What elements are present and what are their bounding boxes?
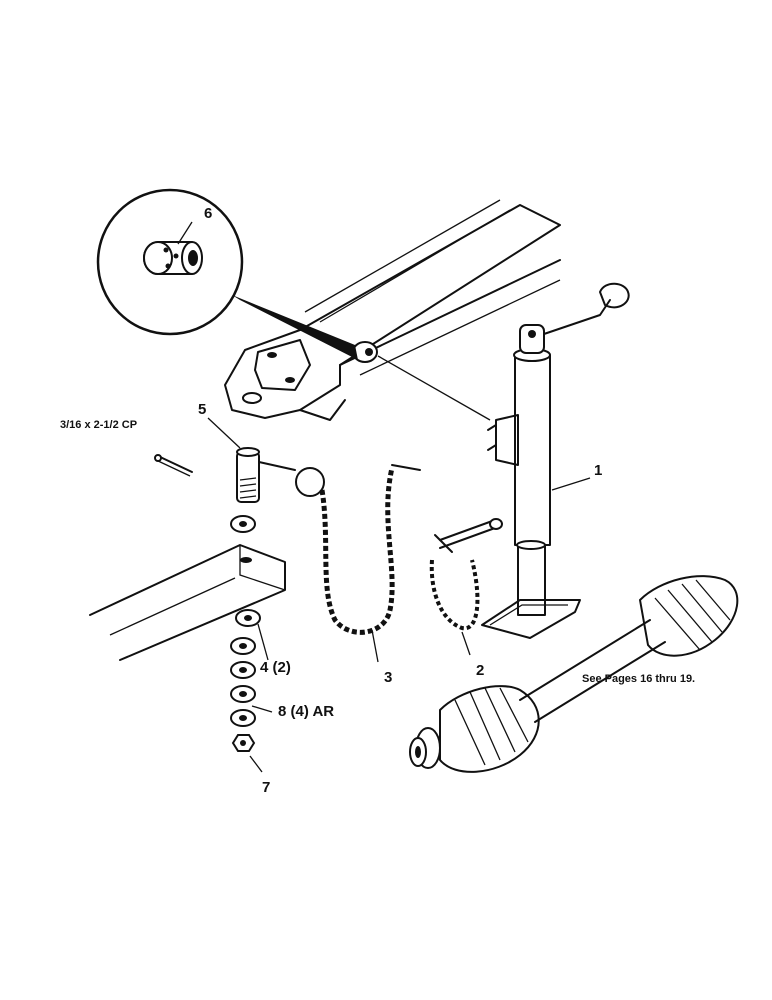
- callout-6: 6: [204, 205, 212, 222]
- callout-4: 4 (2): [260, 659, 291, 676]
- callout-2: 2: [476, 662, 484, 679]
- lynch-pin: 2: [429, 518, 503, 679]
- driveline-shaft: See Pages 16 thru 19.: [409, 575, 739, 773]
- hitch-pin: 5: [198, 401, 325, 503]
- cotter-pin: 3/16 x 2-1/2 CP: [60, 419, 193, 477]
- callout-1: 1: [594, 462, 602, 479]
- washer-stack: 4 (2) 8 (4) AR 7: [230, 515, 334, 796]
- hitch-tongue: [224, 199, 561, 421]
- driveline-note: See Pages 16 thru 19.: [582, 673, 695, 685]
- cotter-pin-note: 3/16 x 2-1/2 CP: [60, 419, 137, 431]
- callout-5: 5: [198, 401, 206, 418]
- drawbar: [89, 544, 286, 661]
- callout-3: 3: [384, 669, 392, 686]
- detail-magnifier: 6: [96, 188, 358, 360]
- callout-8: 8 (4) AR: [278, 703, 334, 720]
- castle-nut-icon: [231, 734, 256, 752]
- bushing-leader-line: [377, 355, 491, 421]
- callout-7: 7: [262, 779, 270, 796]
- bushing-detail-icon: [143, 241, 203, 275]
- safety-chain: 3: [319, 464, 421, 686]
- jack-stand: 1: [481, 282, 630, 639]
